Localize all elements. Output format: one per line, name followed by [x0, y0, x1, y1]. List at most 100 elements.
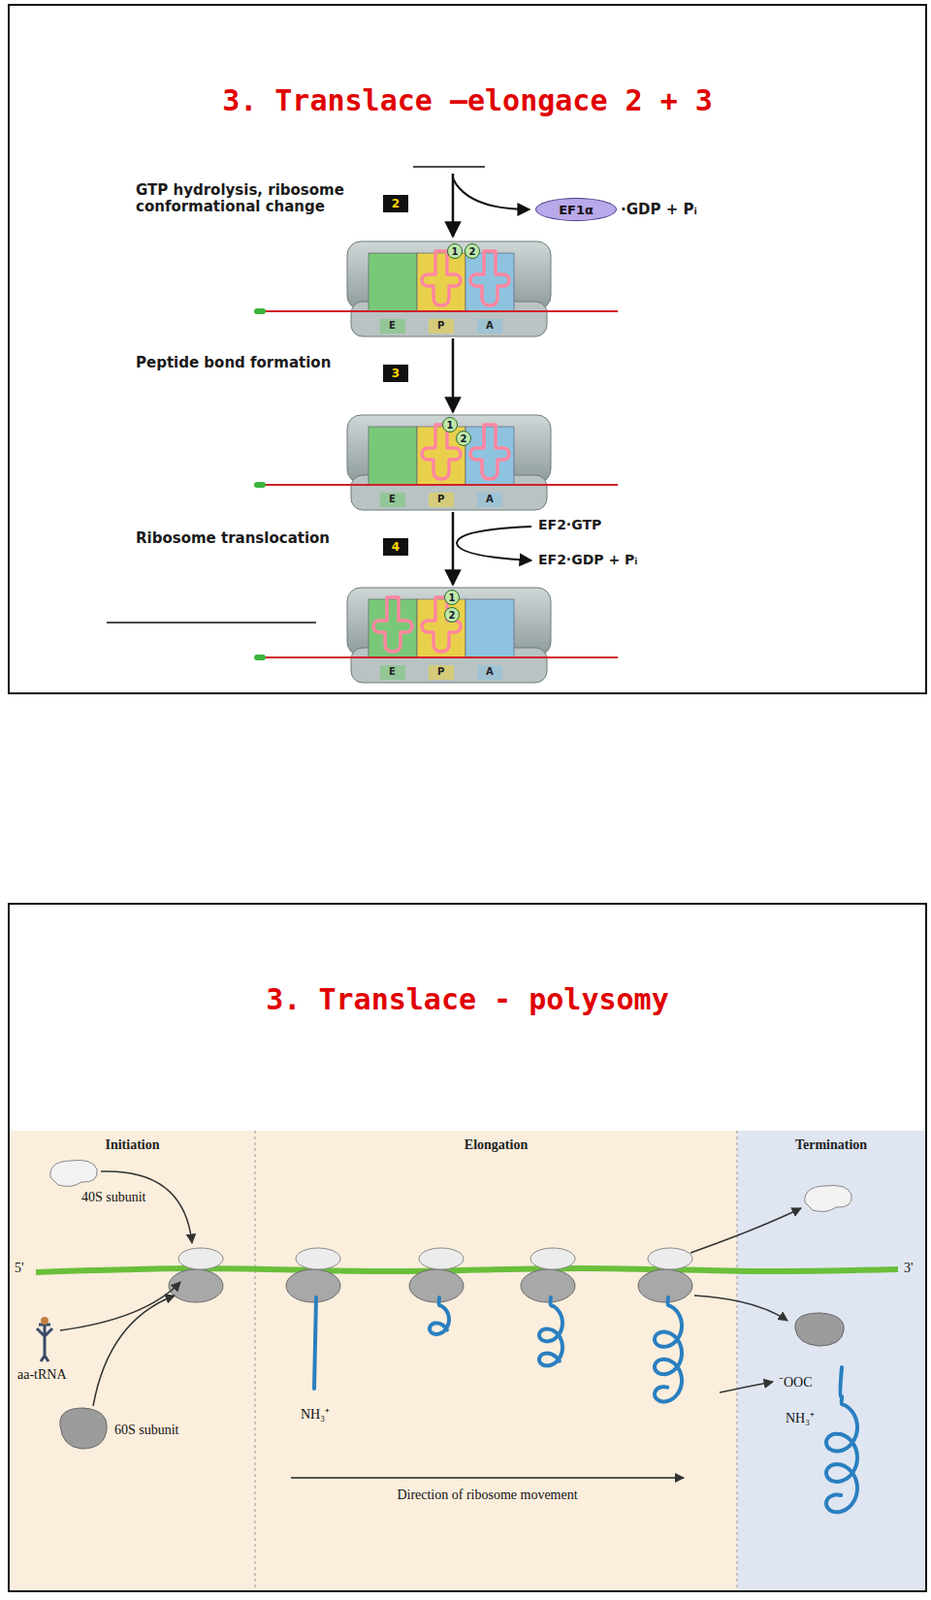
- panel-heading: Termination: [737, 1137, 926, 1154]
- factor-label: EF2·GTP: [538, 516, 602, 533]
- trna-number: 1: [444, 589, 460, 606]
- terminus-label: NH₃⁺: [300, 1404, 330, 1423]
- direction-arrow: [290, 1476, 684, 1479]
- trna-shape: [421, 251, 461, 306]
- site-cell: [380, 665, 406, 680]
- trna-shape: [373, 597, 413, 652]
- site-letter: A: [485, 493, 494, 505]
- site-slot: [417, 599, 466, 658]
- trna-number: 2: [444, 607, 460, 623]
- site-cell: [477, 492, 503, 508]
- site-cell: [477, 319, 503, 334]
- site-letter: A: [485, 320, 494, 331]
- site-cell: [428, 665, 454, 680]
- small-subunit: [178, 1248, 224, 1270]
- step-arrow: [451, 512, 455, 585]
- factor-name: EF1α: [558, 202, 594, 218]
- stage-panel: Termination: [737, 1130, 926, 1591]
- callout-number: 3: [391, 366, 400, 381]
- large-subunit: [638, 1269, 693, 1303]
- site-cell: [380, 492, 406, 508]
- step-arrow: [451, 173, 455, 237]
- site-cell: [380, 319, 406, 334]
- mrna-cap: [254, 308, 266, 315]
- ribosome-drawing: [254, 241, 618, 337]
- site-letter: E: [388, 493, 396, 505]
- nascent-chain: [654, 1297, 682, 1402]
- step-caption: Ribosome translocation: [135, 530, 369, 547]
- nascent-chain: [314, 1297, 317, 1389]
- trna-number: 1: [447, 243, 463, 259]
- trna-shape: [470, 251, 510, 306]
- trna-shape: [470, 424, 510, 480]
- release-arrow: [694, 1295, 788, 1321]
- release-arrow: [719, 1381, 773, 1393]
- ribosome-box: 12EPA: [347, 415, 551, 511]
- ribosome-box: 12EPA: [347, 587, 551, 683]
- site-slot: [417, 253, 466, 312]
- mrna-line: [263, 483, 618, 486]
- product-label: EF2·GDP + Pᵢ: [538, 551, 638, 568]
- small-subunit: [647, 1248, 693, 1270]
- small-subunit: [295, 1248, 341, 1270]
- terminus-label: NH₃⁺: [785, 1408, 815, 1427]
- step-number-box: 4: [383, 538, 409, 556]
- release-arrow: [452, 178, 530, 210]
- trna-number: 2: [464, 243, 481, 259]
- site-slot: [368, 599, 418, 658]
- slide-title: 3. Translace –elongace 2 + 3: [9, 83, 926, 118]
- part-label: 40S subunit: [81, 1189, 147, 1206]
- site-slot: [465, 599, 514, 658]
- mrna-line: [263, 656, 618, 659]
- slide-frame: 3. Translace –elongace 2 + 32EF1α12EPA31…: [7, 3, 928, 695]
- step-caption: GTP hydrolysis, ribosome conformational …: [135, 182, 369, 217]
- nascent-chain: [429, 1297, 450, 1335]
- site-cell: [428, 492, 454, 508]
- large-subunit: [520, 1269, 576, 1303]
- site-cell: [477, 665, 503, 680]
- part-label: aa-tRNA: [17, 1367, 67, 1383]
- ef2-arrow: [456, 526, 532, 561]
- polysome: [35, 1159, 899, 1512]
- mrna-line: [263, 310, 618, 313]
- bar-line: [106, 621, 317, 624]
- subunit-60s: [795, 1313, 844, 1347]
- panel-divider: [737, 1130, 739, 1591]
- factor-ellipse: EF1α: [535, 197, 617, 222]
- release-arrow: [690, 1208, 802, 1253]
- step-caption: Peptide bond formation: [135, 354, 369, 372]
- bar-line: [413, 165, 485, 168]
- site-letter: P: [437, 320, 445, 331]
- trna-shape: [421, 597, 461, 652]
- large-subunit: [286, 1269, 341, 1303]
- subunit-40s: [50, 1159, 97, 1187]
- site-letter: P: [437, 666, 445, 677]
- site-letter: E: [388, 666, 396, 677]
- site-slot: [465, 253, 514, 312]
- trna-number: 2: [455, 430, 472, 447]
- site-cell: [428, 319, 454, 334]
- panel-ground: [9, 1130, 738, 1591]
- step-number-box: 3: [383, 364, 409, 383]
- site-slot: [368, 253, 418, 312]
- panel-heading: Elongation: [255, 1137, 738, 1154]
- ribosome-box: 12EPA: [347, 241, 551, 337]
- mrna-strand: [35, 1268, 899, 1273]
- small-subunit: [530, 1248, 576, 1270]
- mrna-cap: [254, 654, 266, 661]
- site-slot: [465, 426, 514, 485]
- trna-icon: [36, 1324, 53, 1362]
- slide-title: 3. Translace - polysomy: [9, 982, 926, 1017]
- large-subunit: [409, 1269, 464, 1303]
- part-label: 60S subunit: [114, 1422, 180, 1439]
- site-slot: [368, 426, 418, 485]
- trna-shape: [421, 424, 461, 480]
- callout-number: 2: [391, 196, 400, 211]
- terminus-label: ⁻OOC: [778, 1372, 813, 1391]
- nascent-chain: [539, 1297, 563, 1366]
- end-label: 3': [903, 1260, 914, 1277]
